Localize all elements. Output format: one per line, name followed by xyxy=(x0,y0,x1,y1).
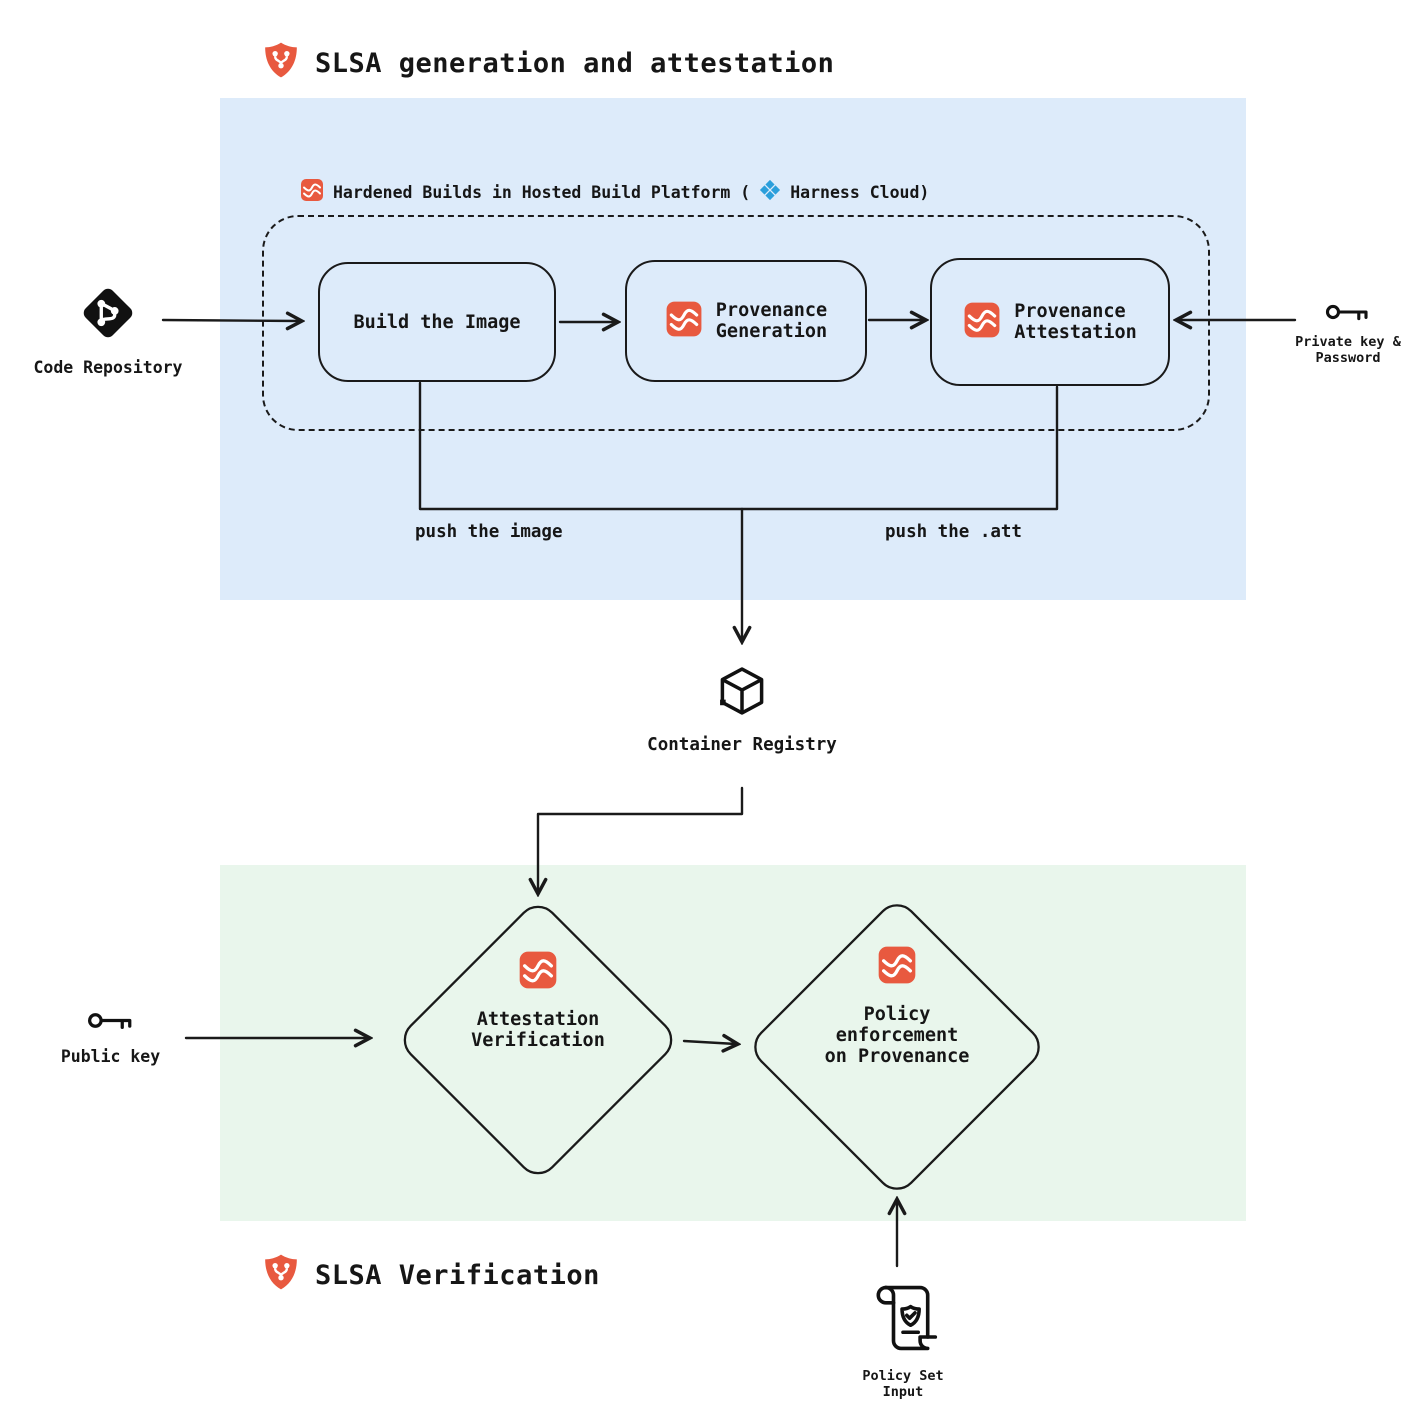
public-key-label: Public key xyxy=(60,1047,161,1066)
private-key: Private key & Password xyxy=(1283,300,1413,366)
policy-enforcement-label: Policy enforcement on Provenance xyxy=(824,1004,970,1067)
provenance-icon xyxy=(963,301,1001,344)
platform-label: Hardened Builds in Hosted Build Platform… xyxy=(300,178,929,206)
provenance-icon xyxy=(518,950,558,995)
generation-title: SLSA generation and attestation xyxy=(262,40,834,87)
build-image-label: Build the Image xyxy=(353,311,521,333)
policy-scroll-icon xyxy=(865,1276,941,1364)
build-image-node: Build the Image xyxy=(318,262,556,382)
hardened-build-icon xyxy=(300,178,324,206)
attestation-verification-node: Attestation Verification xyxy=(438,950,638,1051)
verification-panel xyxy=(220,865,1246,1221)
policy-set-input-label: Policy Set Input xyxy=(862,1368,944,1400)
push-image-label: push the image xyxy=(415,522,563,542)
code-repository-label: Code Repository xyxy=(33,358,183,377)
container-cube-icon xyxy=(714,662,770,725)
key-icon xyxy=(86,1008,136,1037)
verification-title: SLSA Verification xyxy=(262,1252,600,1299)
container-registry: Container Registry xyxy=(627,662,857,755)
generation-panel xyxy=(220,98,1246,600)
key-icon xyxy=(1324,300,1372,328)
platform-label-suffix: Harness Cloud) xyxy=(790,182,930,202)
public-key: Public key xyxy=(38,1008,183,1066)
slsa-shield-icon xyxy=(262,40,300,87)
policy-enforcement-node: Policy enforcement on Provenance xyxy=(797,945,997,1067)
verification-title-text: SLSA Verification xyxy=(315,1260,600,1291)
provenance-generation-node: Provenance Generation xyxy=(625,260,867,382)
platform-label-prefix: Hardened Builds in Hosted Build Platform… xyxy=(333,182,751,202)
container-registry-label: Container Registry xyxy=(647,735,837,755)
provenance-generation-label: Provenance Generation xyxy=(715,300,828,342)
push-att-label: push the .att xyxy=(885,522,1022,542)
provenance-attestation-node: Provenance Attestation xyxy=(930,258,1170,386)
git-repository-icon xyxy=(77,282,139,348)
hosted-platform-container xyxy=(262,215,1210,431)
policy-set-input: Policy Set Input xyxy=(828,1276,978,1400)
provenance-icon xyxy=(665,300,703,343)
generation-title-text: SLSA generation and attestation xyxy=(315,48,835,79)
provenance-icon xyxy=(877,945,917,990)
attestation-verification-label: Attestation Verification xyxy=(471,1009,605,1051)
private-key-label: Private key & Password xyxy=(1295,334,1401,366)
slsa-shield-icon xyxy=(262,1252,300,1299)
provenance-attestation-label: Provenance Attestation xyxy=(1014,301,1137,343)
code-repository: Code Repository xyxy=(18,282,198,377)
harness-cloud-icon xyxy=(759,179,781,205)
